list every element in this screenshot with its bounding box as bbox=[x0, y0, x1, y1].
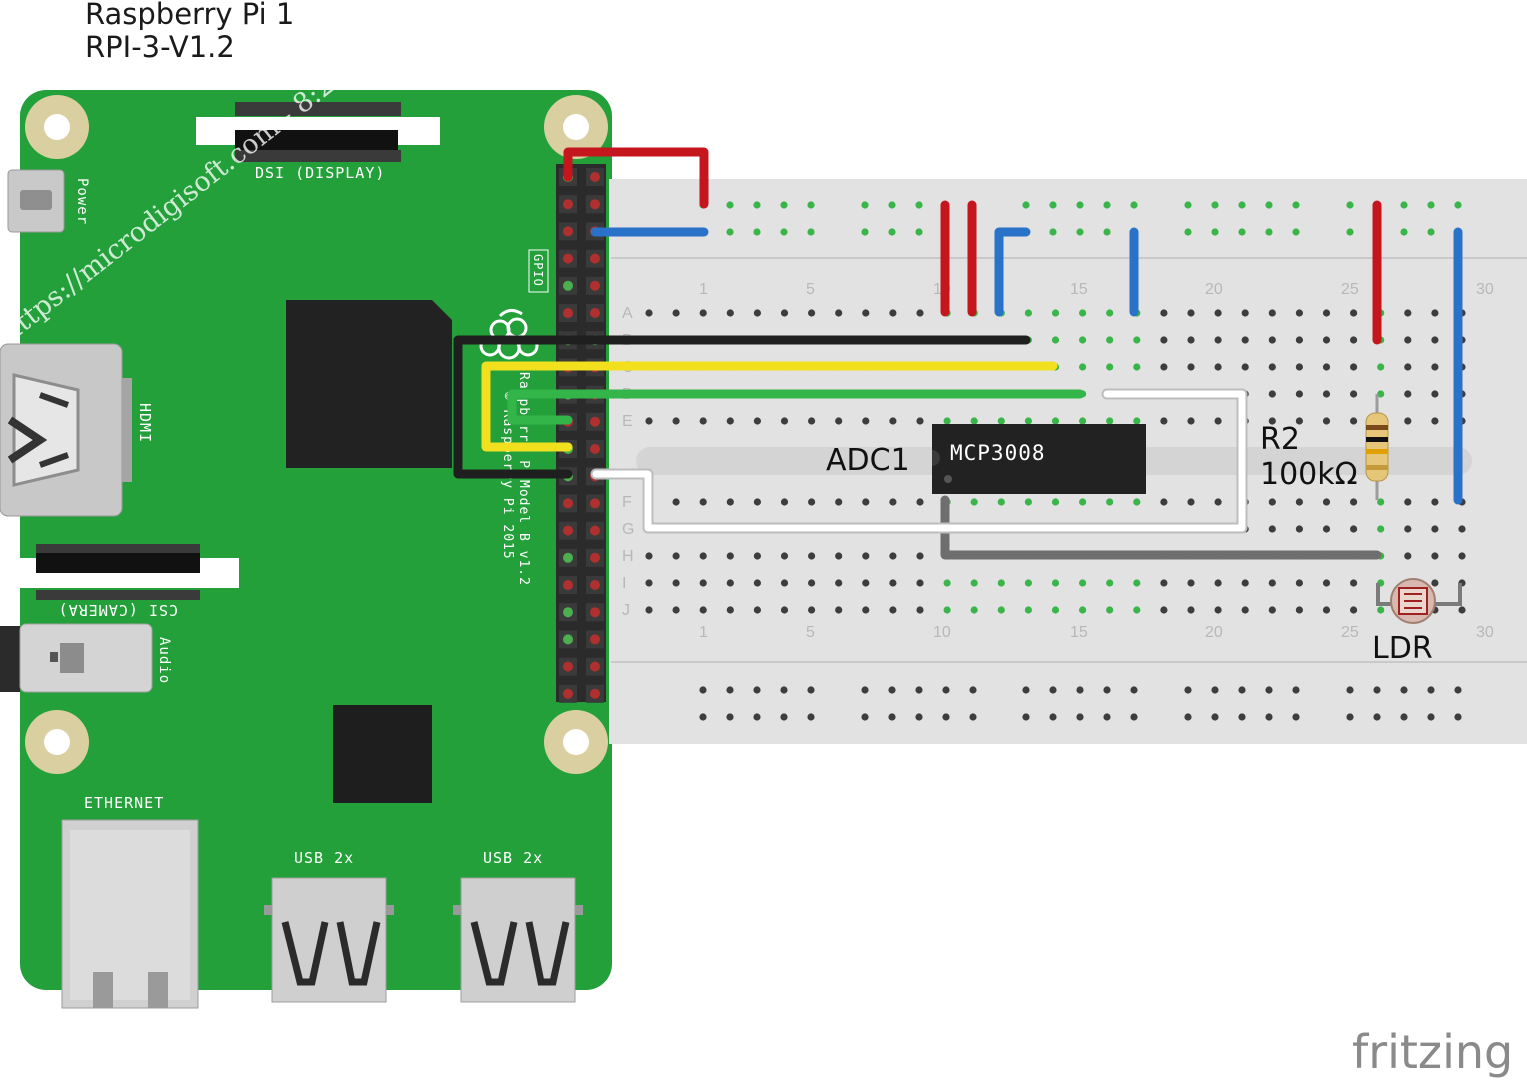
csi-label: CSI (CAMERA) bbox=[58, 601, 178, 619]
svg-text:15: 15 bbox=[1070, 281, 1088, 298]
power-connector: Power bbox=[7, 169, 90, 233]
wire-white-cs bbox=[592, 390, 1246, 532]
svg-text:25: 25 bbox=[1341, 624, 1359, 641]
audio-jack: Audio bbox=[0, 623, 172, 693]
wire-blue-agnd bbox=[994, 227, 1031, 317]
usb-port-1: USB 2x bbox=[264, 849, 394, 1003]
wires-white bbox=[590, 388, 1248, 534]
power-label: Power bbox=[74, 178, 90, 225]
usb-port-2: USB 2x bbox=[453, 849, 583, 1003]
ethernet-label: ETHERNET bbox=[84, 794, 164, 812]
dsi-connector: DSI (DISPLAY) bbox=[196, 102, 440, 182]
svg-text:5: 5 bbox=[806, 281, 815, 298]
svg-text:I: I bbox=[622, 575, 626, 592]
mounting-holes bbox=[25, 95, 608, 774]
lan-chip bbox=[333, 705, 432, 803]
wire-yellow-mosi bbox=[481, 361, 1058, 452]
svg-text:30: 30 bbox=[1476, 281, 1494, 298]
svg-text:J: J bbox=[622, 602, 630, 619]
svg-text:20: 20 bbox=[1205, 281, 1223, 298]
ethernet-port: ETHERNET bbox=[61, 794, 199, 1009]
resistor-value-label: 100kΩ bbox=[1260, 457, 1358, 492]
pcb bbox=[20, 90, 612, 990]
svg-text:20: 20 bbox=[1205, 624, 1223, 641]
silk-line-1: Raspberry Pi bbox=[516, 372, 531, 478]
svg-text:30: 30 bbox=[1476, 624, 1494, 641]
audio-label: Audio bbox=[156, 637, 172, 684]
breadboard-column-numbers-bottom: 1 5 10 15 20 25 30 bbox=[699, 624, 1494, 641]
svg-text:H: H bbox=[622, 548, 634, 565]
dsi-label: DSI (DISPLAY) bbox=[255, 164, 385, 182]
usb-label-2: USB 2x bbox=[483, 849, 543, 867]
svg-text:1: 1 bbox=[699, 624, 708, 641]
breadboard-column-numbers-top: 1 5 10 15 20 25 30 bbox=[699, 281, 1494, 298]
resistor-ref-label: R2 bbox=[1260, 422, 1300, 457]
svg-text:F: F bbox=[622, 494, 632, 511]
wire-red-power bbox=[563, 147, 709, 209]
fritzing-brand: fritzing bbox=[1352, 1025, 1513, 1079]
diagram-title-line1: Raspberry Pi 1 bbox=[85, 0, 294, 31]
ldr-ref-label: LDR bbox=[1372, 631, 1433, 666]
usb-label-1: USB 2x bbox=[294, 849, 354, 867]
svg-text:G: G bbox=[622, 521, 634, 538]
chip-label: MCP3008 bbox=[950, 441, 1046, 465]
svg-text:25: 25 bbox=[1341, 281, 1359, 298]
gpio-header-body bbox=[556, 164, 606, 702]
soc-chip bbox=[286, 300, 452, 468]
wire-gray bbox=[940, 495, 1382, 560]
svg-text:10: 10 bbox=[933, 624, 951, 641]
svg-text:A: A bbox=[622, 305, 633, 322]
svg-text:E: E bbox=[622, 413, 633, 430]
wire-black-sclk bbox=[453, 335, 1031, 479]
svg-text:15: 15 bbox=[1070, 624, 1088, 641]
raspberry-pi-board: DSI (DISPLAY) Power HDMI CSI (CAMERA) bbox=[0, 90, 612, 1009]
csi-connector: CSI (CAMERA) bbox=[20, 544, 239, 619]
resistor bbox=[1365, 394, 1389, 500]
ldr-sensor bbox=[1376, 578, 1462, 624]
hdmi-connector: HDMI bbox=[0, 343, 154, 517]
diagram-title-line2: RPI-3-V1.2 bbox=[85, 30, 235, 64]
hdmi-label: HDMI bbox=[136, 403, 154, 443]
svg-text:5: 5 bbox=[806, 624, 815, 641]
silk-line-3: Model B v1.2 bbox=[516, 480, 531, 586]
wires bbox=[453, 147, 1463, 560]
gpio-label: GPIO bbox=[531, 254, 545, 287]
svg-text:1: 1 bbox=[699, 281, 708, 298]
wire-green-miso bbox=[507, 389, 1085, 425]
adc-ref-label: ADC1 bbox=[826, 443, 910, 478]
mcp3008-chip: MCP3008 bbox=[932, 424, 1146, 494]
